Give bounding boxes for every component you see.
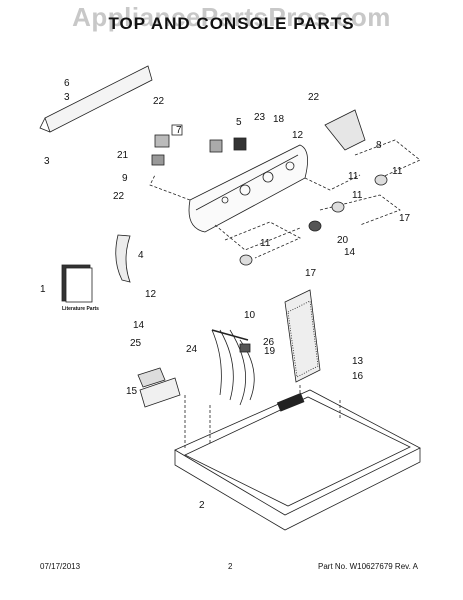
callout-22b: 22 [308,92,320,103]
callout-8: 8 [376,140,382,151]
callout-3b: 3 [44,156,50,167]
callout-7: 7 [176,125,182,136]
footer-part-number: Part No. W10627679 Rev. A [318,562,418,571]
callout-5: 5 [236,117,242,128]
callout-11d: 11 [260,238,271,249]
callout-17a: 17 [399,213,411,224]
callout-18: 18 [273,114,285,125]
callout-1: 1 [40,284,46,295]
callout-12b: 12 [145,289,157,300]
watermark: AppliancePartsPros.com [72,2,391,32]
callout-11a: 11 [348,171,359,182]
callout-22a: 22 [153,96,165,107]
callout-25: 25 [130,338,142,349]
callout-12a: 12 [292,130,304,141]
literature-label: Literature Parts [62,306,99,312]
callout-22c: 22 [113,191,125,202]
callout-11b: 11 [392,166,403,177]
callout-20: 20 [337,235,349,246]
callout-11c: 11 [352,190,363,201]
page-title: TOP AND CONSOLE PARTS [108,14,355,33]
callout-14b: 14 [344,247,356,258]
callout-17b: 17 [305,268,317,279]
callout-16: 16 [352,371,364,382]
footer-page: 2 [228,562,233,571]
callout-13: 13 [352,356,364,367]
callout-14a: 14 [133,320,145,331]
callout-26: 26 [263,337,275,348]
callout-15: 15 [126,386,138,397]
callout-24: 24 [186,344,198,355]
callout-6: 6 [64,78,70,89]
footer-date: 07/17/2013 [40,562,81,571]
callout-19: 19 [264,346,276,357]
callout-21: 21 [117,150,129,161]
callout-4: 4 [138,250,144,261]
callout-10: 10 [244,310,256,321]
callout-2: 2 [199,500,205,511]
callout-23: 23 [254,112,266,123]
callout-9: 9 [122,173,128,184]
callout-3a: 3 [64,92,70,103]
